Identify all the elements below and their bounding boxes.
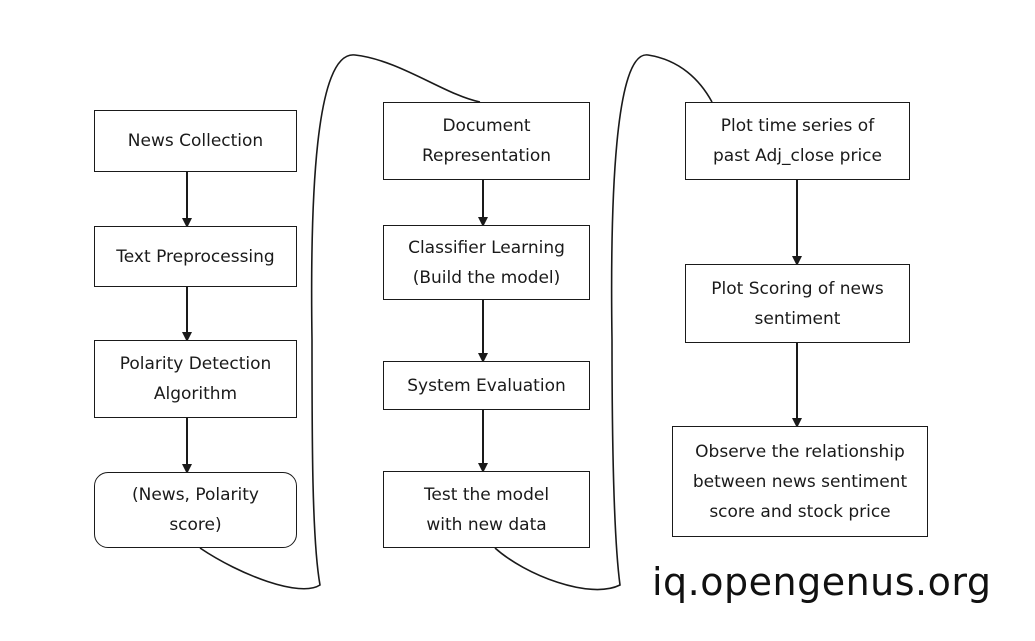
step-news-polarity-score: (News, Polarity score) <box>94 472 297 548</box>
step-plot-scoring-news-sentiment: Plot Scoring of news sentiment <box>685 264 910 343</box>
step-document-representation: Document Representation <box>383 102 590 180</box>
step-news-collection-label: News Collection <box>127 131 264 151</box>
step-system-evaluation: System Evaluation <box>383 361 590 410</box>
step-polarity-detection-algorithm: Polarity Detection Algorithm <box>94 340 297 418</box>
connector-column1-to-column2 <box>199 54 481 590</box>
step-system-evaluation-label: System Evaluation <box>407 375 566 396</box>
step-plot-time-series: Plot time series of past Adj_close price <box>685 102 910 180</box>
step-classifier-learning: Classifier Learning (Build the model) <box>383 225 590 300</box>
connector-column2-to-column3 <box>494 54 713 591</box>
step-classifier-learning-label: Classifier Learning (Build the model) <box>408 237 565 288</box>
step-plot-time-series-label: Plot time series of past Adj_close price <box>713 116 882 166</box>
step-document-representation-label: Document Representation <box>421 116 552 166</box>
step-observe-relationship-label: Observe the relationship between news se… <box>692 441 908 522</box>
step-text-preprocessing: Text Preprocessing <box>94 226 297 287</box>
step-plot-scoring-news-sentiment-label: Plot Scoring of news sentiment <box>711 278 884 329</box>
watermark-text: iq.opengenus.org <box>652 560 992 604</box>
step-observe-relationship: Observe the relationship between news se… <box>672 426 928 537</box>
step-text-preprocessing-label: Text Preprocessing <box>116 246 275 267</box>
step-news-collection: News Collection <box>94 110 297 172</box>
step-news-polarity-score-label: (News, Polarity score) <box>131 485 259 535</box>
step-test-model-new-data-label: Test the model with new data <box>423 484 550 535</box>
step-test-model-new-data: Test the model with new data <box>383 471 590 548</box>
step-polarity-detection-algorithm-label: Polarity Detection Algorithm <box>119 354 272 404</box>
